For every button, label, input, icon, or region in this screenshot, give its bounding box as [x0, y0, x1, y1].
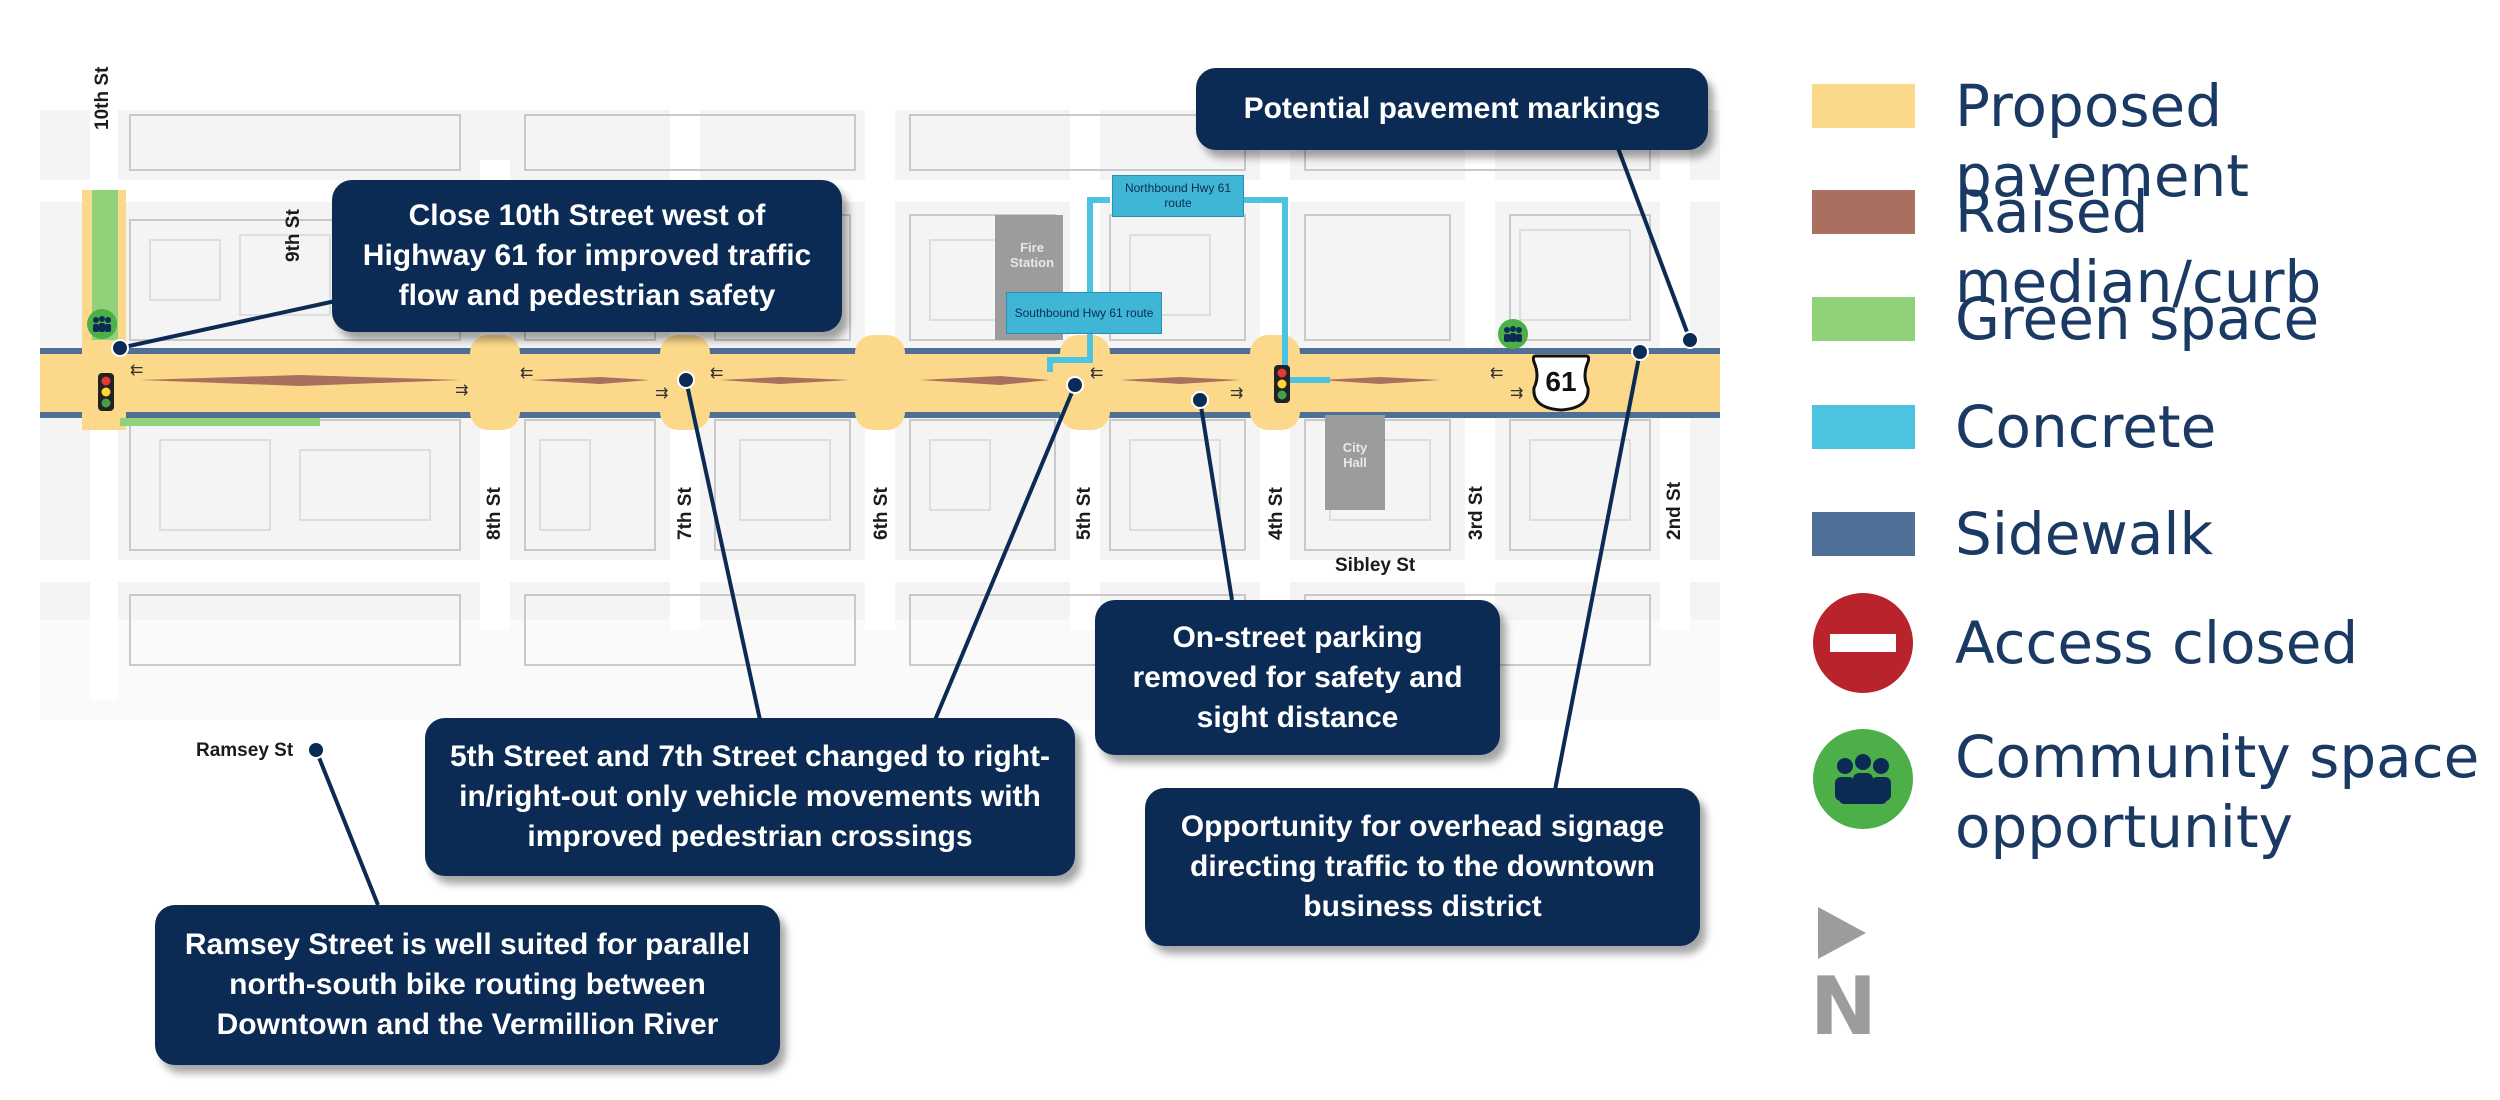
svg-text:⇇: ⇇ — [710, 365, 723, 382]
leader-dot — [1631, 343, 1649, 361]
legend-swatch-proposed-pavement — [1812, 84, 1915, 128]
people-group-icon — [1813, 729, 1913, 829]
leader-dot — [1066, 376, 1084, 394]
callout-pavement-markings: Potential pavement markings — [1196, 68, 1708, 150]
svg-text:⇇: ⇇ — [1490, 365, 1503, 382]
leader-dot — [111, 339, 129, 357]
us-highway-shield-icon — [1532, 354, 1590, 412]
svg-text:⇉: ⇉ — [1510, 385, 1523, 402]
legend-label-sidewalk: Sidewalk — [1955, 500, 2214, 568]
svg-text:⇇: ⇇ — [520, 365, 533, 382]
legend-swatch-green-space — [1812, 297, 1915, 341]
legend-label-raised-median: Raised median/curb — [1955, 178, 2322, 316]
lane-arrows: ⇇ ⇉ ⇇ ⇉ ⇇ ⇇ ⇉ ⇇ ⇉ — [130, 362, 1523, 402]
southbound-route-label: Southbound Hwy 61 route — [1006, 292, 1162, 334]
people-group-icon — [87, 309, 117, 339]
north-arrow-icon — [1818, 907, 1866, 959]
legend-label-concrete: Concrete — [1955, 393, 2217, 461]
leader-dot — [1681, 331, 1699, 349]
shield-number: 61 — [1545, 366, 1577, 397]
svg-text:⇇: ⇇ — [130, 362, 143, 379]
callout-5th-7th-streets: 5th Street and 7th Street changed to rig… — [425, 718, 1075, 876]
callout-ramsey-bike-routing: Ramsey Street is well suited for paralle… — [155, 905, 780, 1065]
svg-text:⇇: ⇇ — [1090, 365, 1103, 382]
legend-label-proposed-pavement: Proposed pavement — [1955, 72, 2250, 210]
legend-swatch-sidewalk — [1812, 512, 1915, 556]
legend-label-access-closed: Access closed — [1955, 609, 2359, 677]
legend-swatch-concrete — [1812, 405, 1915, 449]
callout-overhead-signage: Opportunity for overhead signage directi… — [1145, 788, 1700, 946]
fire-station-label: Fire Station — [1009, 240, 1055, 270]
svg-text:⇉: ⇉ — [455, 382, 468, 399]
raised-medians — [140, 375, 1440, 386]
people-group-icon — [1498, 319, 1528, 349]
street-label-sibley: Sibley St — [1335, 555, 1416, 576]
legend-swatch-raised-median — [1812, 190, 1915, 234]
svg-text:⇉: ⇉ — [655, 385, 668, 402]
northbound-route-label: Northbound Hwy 61 route — [1112, 175, 1244, 217]
leader-dot — [307, 741, 325, 759]
callout-parking-removed: On-street parking removed for safety and… — [1095, 600, 1500, 755]
traffic-signal-icon — [98, 373, 114, 411]
svg-text:⇉: ⇉ — [1230, 385, 1243, 402]
legend-label-community-space-line2: opportunity — [1955, 793, 2293, 861]
street-label-ramsey: Ramsey St — [196, 740, 294, 761]
no-entry-icon — [1813, 593, 1913, 693]
traffic-signal-icon — [1274, 365, 1290, 403]
legend-label-community-space: Community space — [1955, 723, 2480, 791]
legend-label-green-space: Green space — [1955, 285, 2320, 353]
highway-shield: 61 — [1532, 352, 1590, 412]
city-hall-building — [1325, 415, 1385, 510]
leader-dot — [677, 371, 695, 389]
leader-dot — [1191, 391, 1209, 409]
city-hall-label: City Hall — [1342, 440, 1368, 470]
north-arrow-letter: N — [1810, 960, 1877, 1053]
callout-close-10th-street: Close 10th Street west of Highway 61 for… — [332, 180, 842, 332]
